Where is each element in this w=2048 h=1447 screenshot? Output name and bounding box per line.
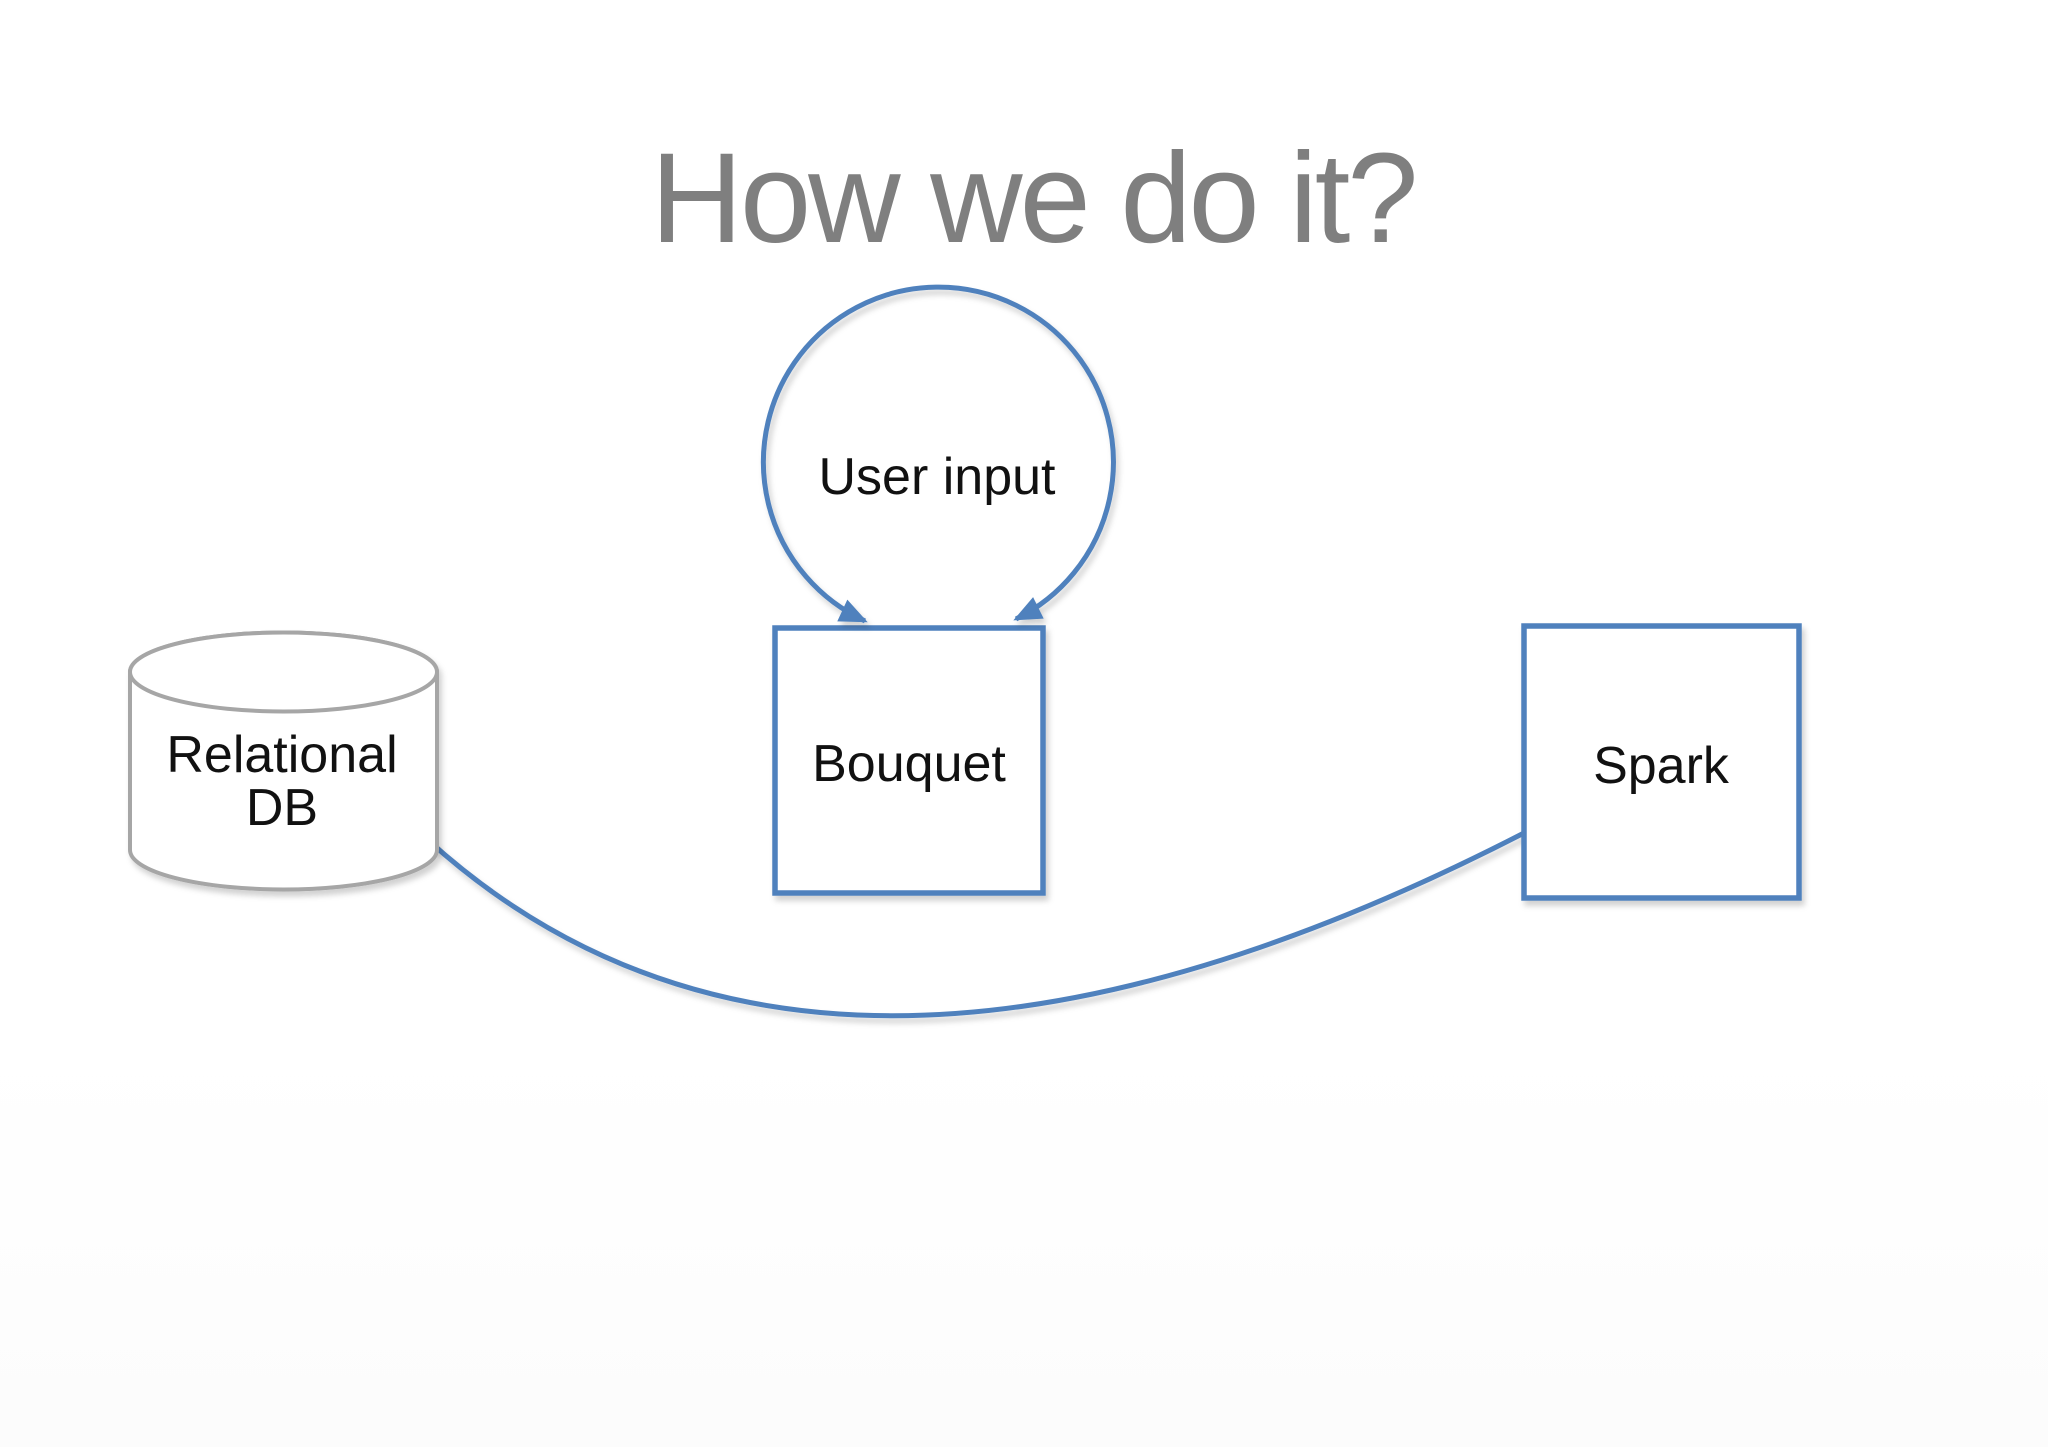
slide-title: How we do it? — [651, 127, 1416, 270]
user-input-loop-arrow — [760, 284, 1116, 624]
db-to-spark-curve-connector — [426, 830, 1526, 1019]
cylinder-top-ellipse — [128, 630, 439, 714]
spark-box — [1521, 623, 1802, 901]
bouquet-box — [772, 625, 1046, 896]
relational-db-label-line1: Relational — [166, 726, 397, 784]
relational-db-cylinder — [128, 630, 439, 892]
bouquet-label: Bouquet — [812, 735, 1006, 793]
relational-db-label-line2: DB — [246, 779, 318, 837]
user-input-label: User input — [819, 448, 1057, 506]
spark-label: Spark — [1593, 737, 1730, 795]
